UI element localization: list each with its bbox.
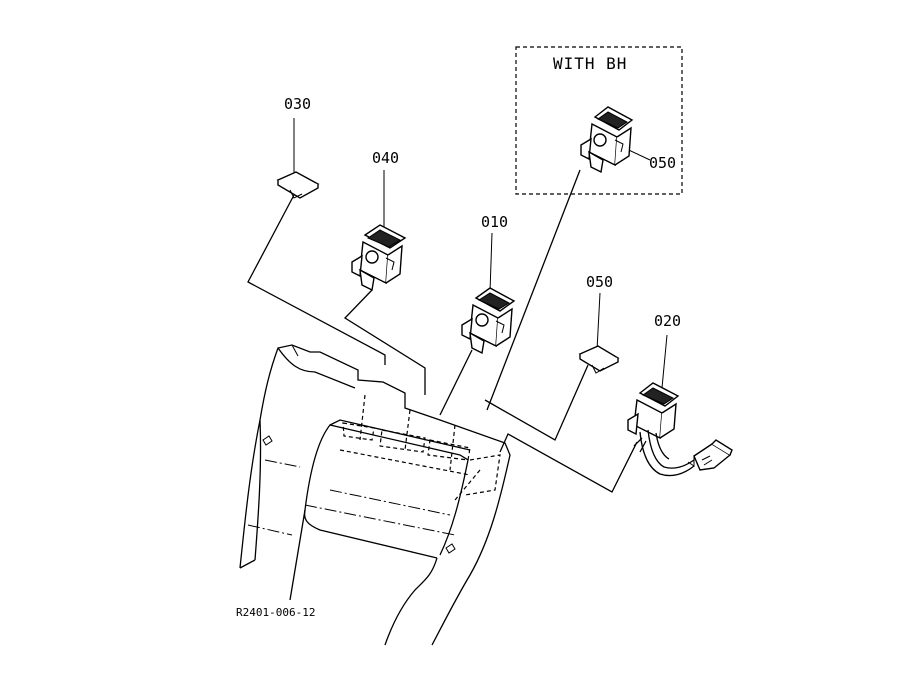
with-bh-box bbox=[515, 46, 683, 195]
switch-020-harness bbox=[627, 382, 733, 477]
callout-010: 010 bbox=[481, 213, 509, 231]
clip-030 bbox=[276, 171, 320, 199]
callout-050-left: 050 bbox=[586, 273, 614, 291]
panel-bracket bbox=[239, 344, 511, 646]
drawing-number: R2401-006-12 bbox=[236, 606, 316, 619]
switch-050-bh bbox=[580, 106, 634, 174]
callout-040: 040 bbox=[372, 149, 400, 167]
switch-010 bbox=[461, 287, 516, 355]
clip-050 bbox=[578, 345, 620, 374]
switch-040 bbox=[351, 224, 407, 292]
callout-020: 020 bbox=[654, 312, 682, 330]
callout-050-box: 050 bbox=[649, 154, 677, 172]
leader-lines bbox=[247, 118, 668, 493]
with-bh-label: WITH BH bbox=[553, 54, 628, 73]
callout-030: 030 bbox=[284, 95, 312, 113]
